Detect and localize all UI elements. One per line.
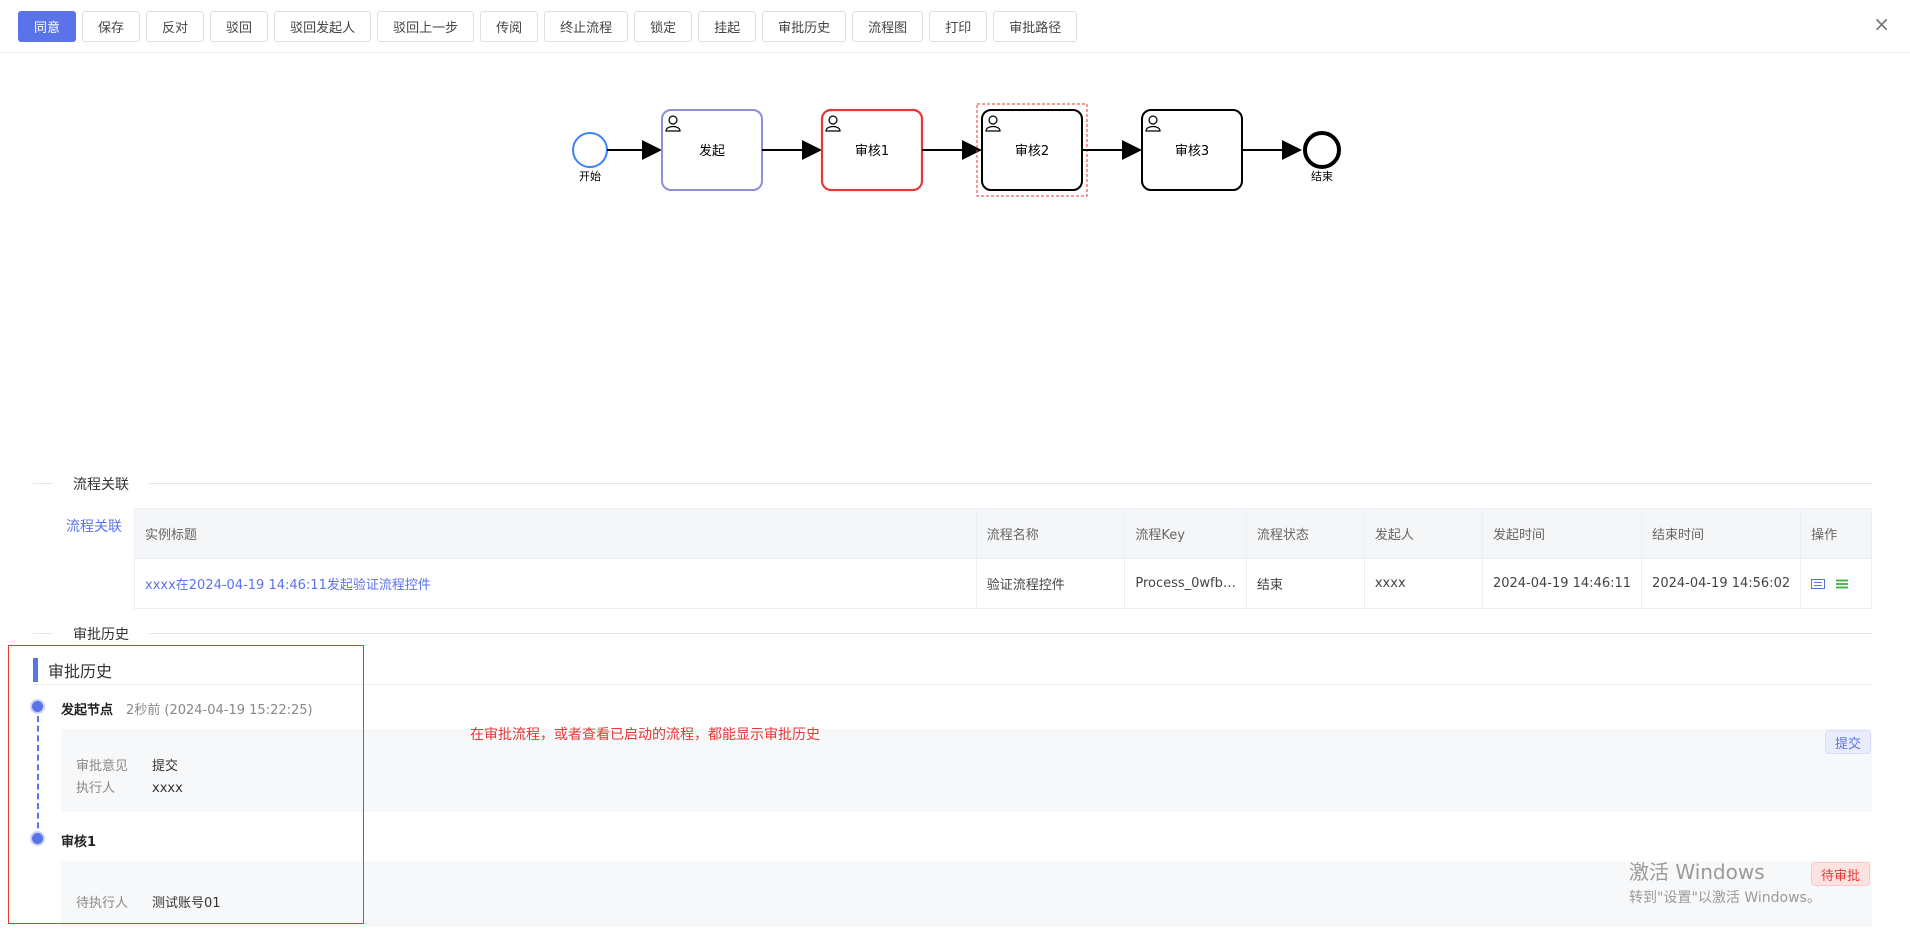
history-node-card xyxy=(61,729,1872,812)
task-review-3[interactable]: 审核3 xyxy=(1141,109,1243,191)
close-icon[interactable]: × xyxy=(1873,12,1890,36)
column-header: 操作 xyxy=(1800,508,1872,559)
process-key-cell: Process_0wfb… xyxy=(1124,558,1247,609)
approval-history-button[interactable]: 审批历史 xyxy=(762,11,847,42)
section-divider xyxy=(149,633,1872,634)
suspend-button[interactable]: 挂起 xyxy=(698,11,757,42)
instance-title-cell: xxxx在2024-04-19 14:46:11发起验证流程控件 xyxy=(134,558,977,609)
history-heading: 审批历史 xyxy=(33,658,112,682)
reject-to-initiator-button[interactable]: 驳回发起人 xyxy=(274,11,372,42)
table-row: xxxx在2024-04-19 14:46:11发起验证流程控件 验证流程控件 … xyxy=(134,558,1872,609)
relation-section-title: 流程关联 xyxy=(73,477,129,493)
view-detail-icon[interactable] xyxy=(1811,578,1826,589)
annotation-text: 在审批流程，或者查看已启动的流程，都能显示审批历史 xyxy=(470,727,820,743)
task-review-2[interactable]: 审核2 xyxy=(976,103,1088,197)
toolbar-divider xyxy=(0,52,1910,53)
end-time-cell: 2024-04-19 14:56:02 xyxy=(1641,558,1802,609)
column-header: 流程名称 xyxy=(975,508,1126,559)
column-header: 流程Key xyxy=(1124,508,1247,559)
oppose-button[interactable]: 反对 xyxy=(146,11,205,42)
process-name-cell: 验证流程控件 xyxy=(975,558,1126,609)
task-label: 审核1 xyxy=(855,144,889,159)
task-label: 发起 xyxy=(699,143,725,159)
column-header: 实例标题 xyxy=(134,508,977,559)
save-button[interactable]: 保存 xyxy=(82,11,141,42)
list-menu-icon[interactable] xyxy=(1835,579,1849,589)
start-time-cell: 2024-04-19 14:46:11 xyxy=(1481,558,1643,609)
start-event-label: 开始 xyxy=(579,169,601,183)
history-heading-divider xyxy=(33,684,1873,685)
flowchart-button[interactable]: 流程图 xyxy=(852,11,924,42)
process-status-cell: 结束 xyxy=(1245,558,1365,609)
lock-button[interactable]: 锁定 xyxy=(634,11,693,42)
section-divider xyxy=(33,483,53,484)
timeline-connector xyxy=(37,716,39,838)
process-diagram: 开始 发起 审核1 审核2 审核3 xyxy=(540,95,1360,205)
relation-table: 实例标题 流程名称 流程Key 流程状态 发起人 发起时间 结束时间 操作 xx… xyxy=(134,508,1872,609)
task-review-1[interactable]: 审核1 xyxy=(820,108,924,192)
instance-title-link[interactable]: xxxx在2024-04-19 14:46:11发起验证流程控件 xyxy=(145,578,431,593)
history-node-time: 2秒前 (2024-04-19 15:22:25) xyxy=(126,703,313,718)
history-field: 审批意见提交 xyxy=(76,759,179,774)
approval-path-button[interactable]: 审批路径 xyxy=(993,11,1078,42)
watermark-line: 激活 Windows xyxy=(1629,860,1765,884)
action-toolbar: 同意 保存 反对 驳回 驳回发起人 驳回上一步 传阅 终止流程 锁定 挂起 审批… xyxy=(18,11,1078,42)
operation-cell xyxy=(1800,558,1872,609)
history-node-title: 审核1 xyxy=(61,835,97,850)
column-header: 发起人 xyxy=(1363,508,1483,559)
watermark-line: 转到"设置"以激活 Windows。 xyxy=(1629,890,1821,906)
reject-button[interactable]: 驳回 xyxy=(210,11,269,42)
table-header-row: 实例标题 流程名称 流程Key 流程状态 发起人 发起时间 结束时间 操作 xyxy=(134,508,1872,559)
column-header: 发起时间 xyxy=(1481,508,1643,559)
status-badge-pending: 待审批 xyxy=(1811,862,1871,886)
heading-accent-bar xyxy=(33,658,38,682)
status-badge-submit: 提交 xyxy=(1825,730,1872,754)
start-event[interactable] xyxy=(572,132,608,168)
initiator-cell: xxxx xyxy=(1363,558,1483,609)
end-event-label: 结束 xyxy=(1311,170,1333,183)
print-button[interactable]: 打印 xyxy=(929,11,988,42)
timeline-dot xyxy=(30,699,45,714)
end-event[interactable] xyxy=(1303,131,1341,169)
column-header: 结束时间 xyxy=(1641,508,1802,559)
section-divider xyxy=(33,633,53,634)
terminate-process-button[interactable]: 终止流程 xyxy=(544,11,629,42)
relation-label: 流程关联 xyxy=(66,519,122,535)
circulate-button[interactable]: 传阅 xyxy=(480,11,539,42)
history-field: 待执行人测试账号01 xyxy=(76,896,221,911)
section-divider xyxy=(149,483,1872,484)
timeline-dot xyxy=(30,831,45,846)
history-node-title: 发起节点 xyxy=(61,703,114,718)
column-header: 流程状态 xyxy=(1245,508,1365,559)
history-node-card xyxy=(61,861,1872,927)
task-initiate[interactable]: 发起 xyxy=(661,109,763,191)
reject-previous-step-button[interactable]: 驳回上一步 xyxy=(377,11,475,42)
history-heading-text: 审批历史 xyxy=(48,662,113,681)
task-label: 审核2 xyxy=(1015,144,1049,159)
history-section-title: 审批历史 xyxy=(73,627,129,643)
agree-button[interactable]: 同意 xyxy=(18,11,77,42)
task-label: 审核3 xyxy=(1175,144,1209,159)
windows-activation-watermark: 激活 Windows 转到"设置"以激活 Windows。 xyxy=(1629,856,1821,907)
annotation-frame xyxy=(8,645,364,924)
